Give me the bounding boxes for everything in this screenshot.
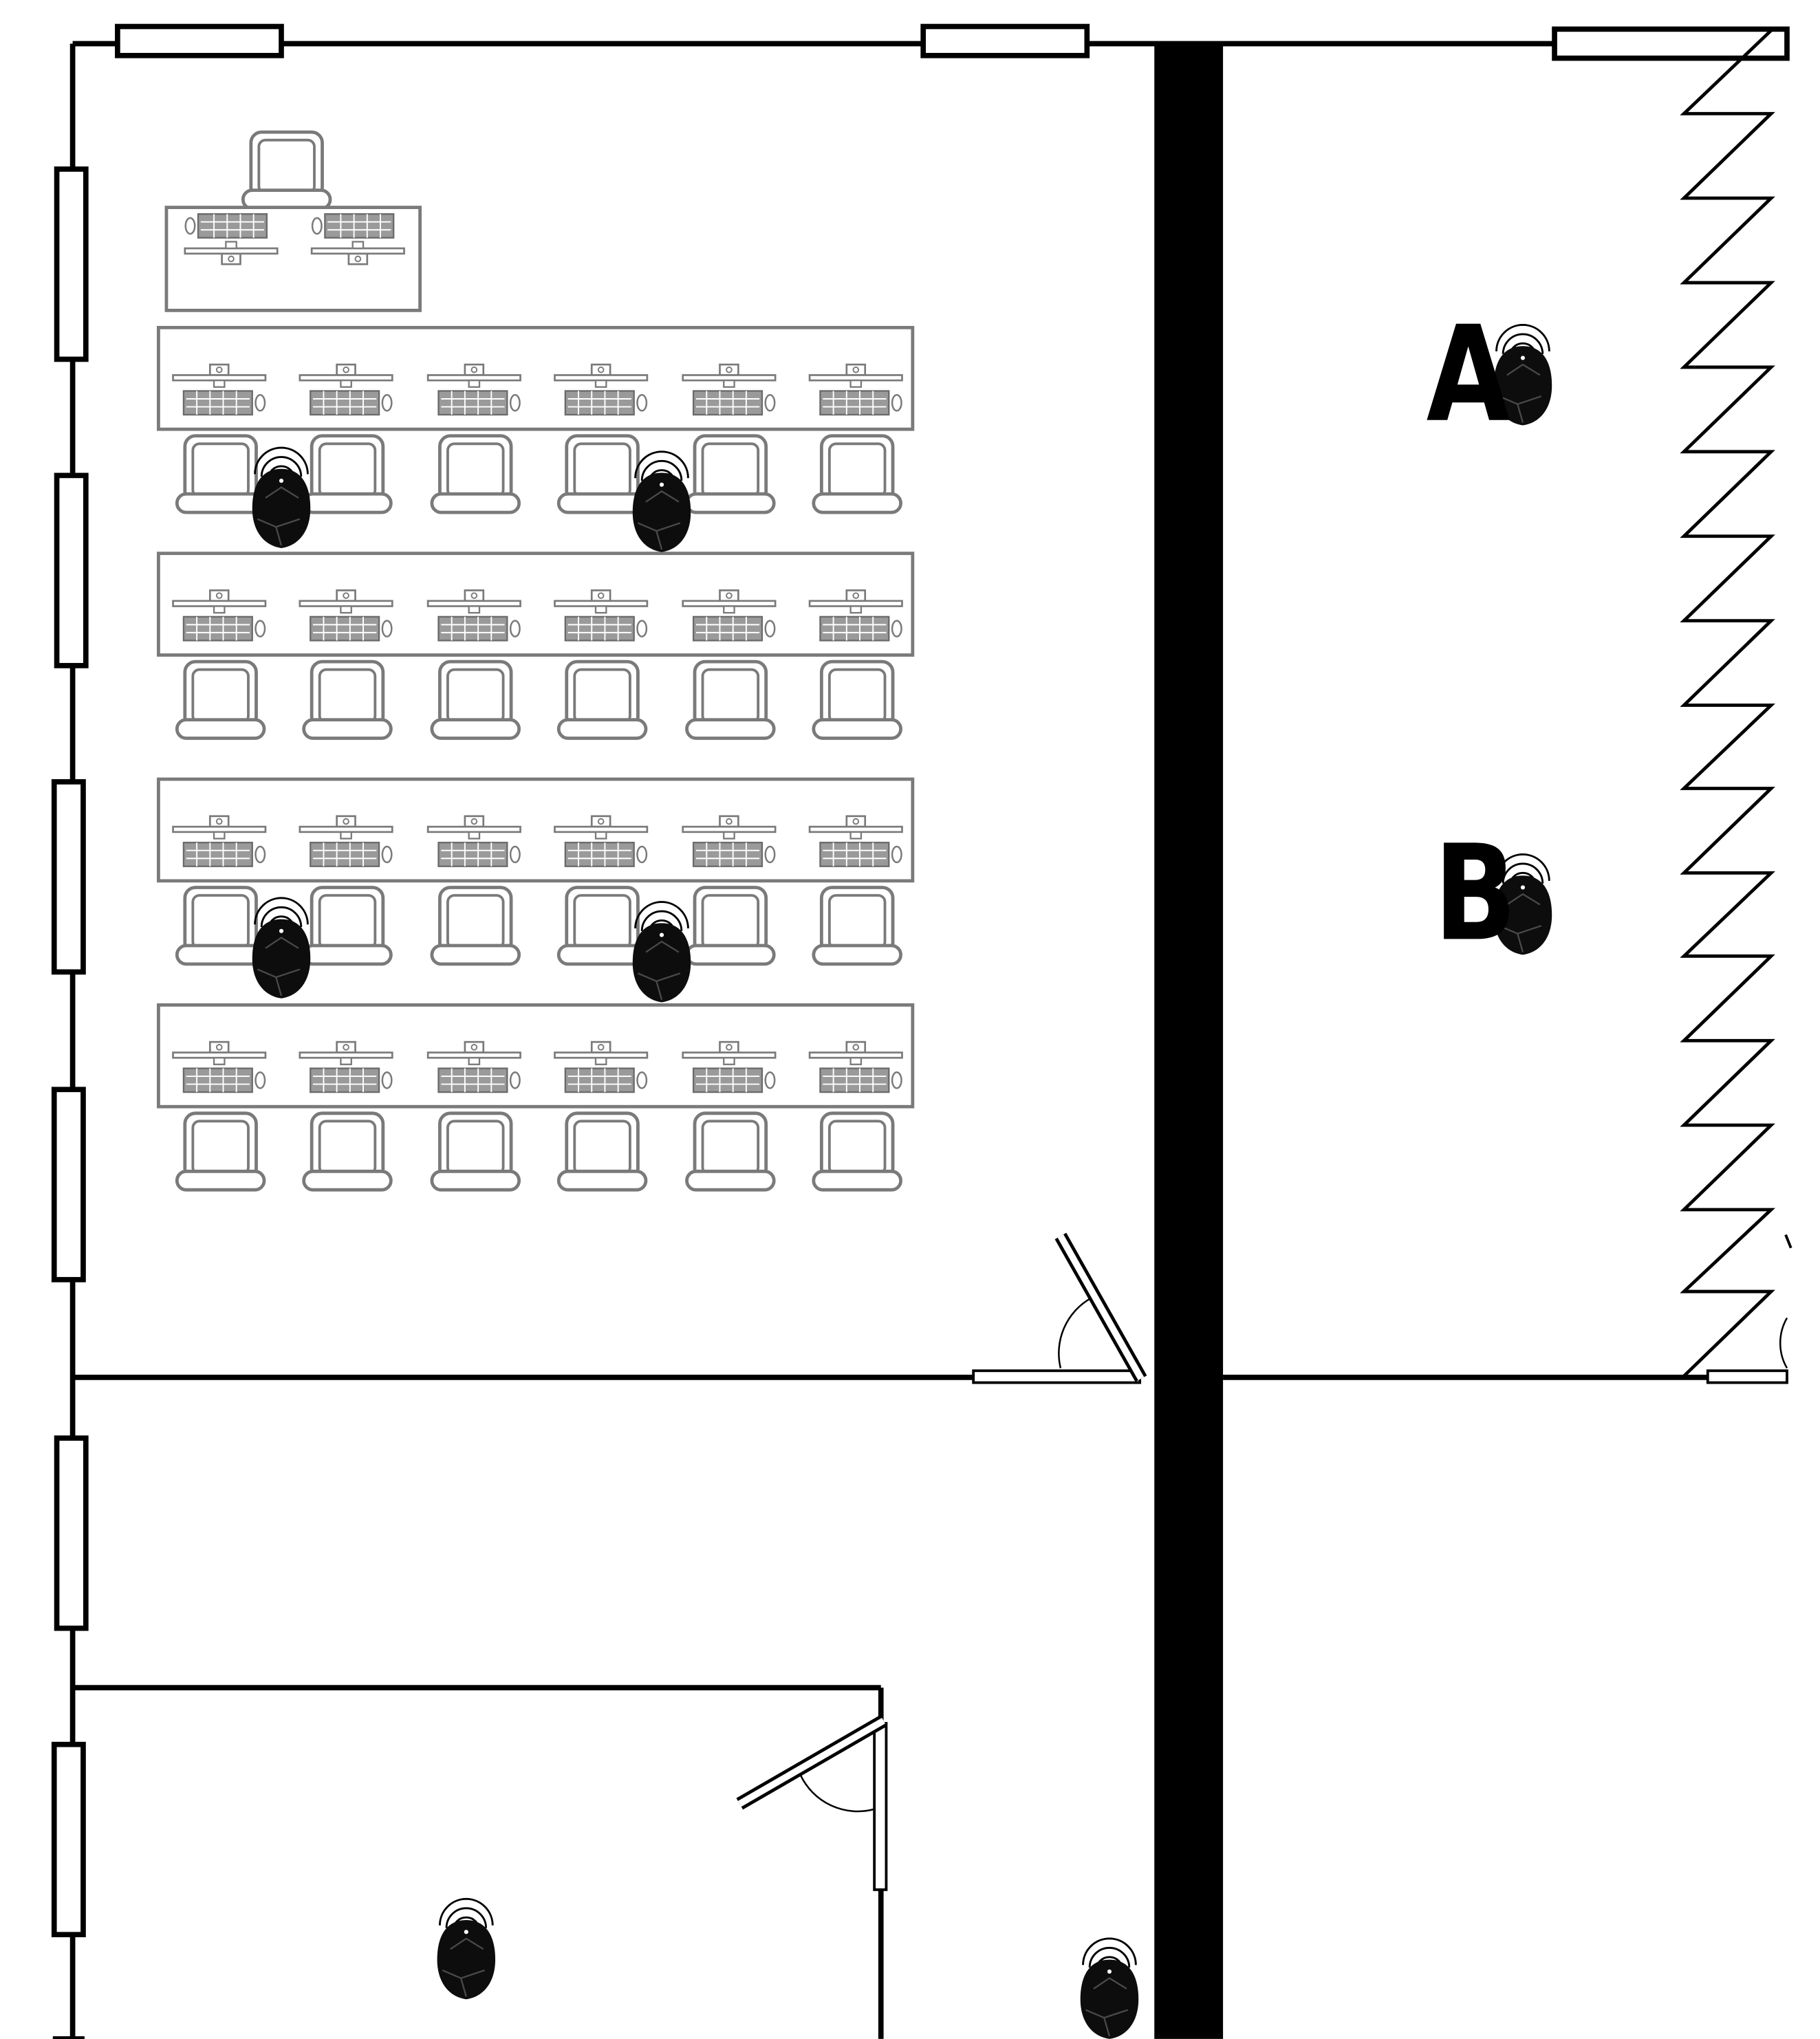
door-icon — [972, 1232, 1147, 1384]
door-icon — [736, 1714, 888, 1891]
window-icon — [51, 779, 86, 975]
walls — [52, 41, 1787, 2039]
desk-row — [157, 777, 915, 964]
beacon-icon[interactable] — [436, 1897, 497, 2000]
chair-icon — [304, 436, 391, 512]
desk-table — [157, 777, 915, 883]
chair-icon — [814, 662, 901, 738]
chair-icon — [304, 1113, 391, 1190]
chair-icon — [432, 662, 519, 738]
chair-icon — [177, 887, 264, 963]
desk-table — [157, 325, 915, 431]
beacon-icon[interactable] — [631, 901, 692, 1003]
beacon-label-b: B — [1434, 817, 1517, 970]
chair-icon — [686, 436, 774, 512]
window-icon — [51, 1087, 86, 1283]
windows — [51, 23, 1790, 1938]
desk-table — [157, 552, 915, 657]
structural-partition-wall — [1154, 43, 1224, 2039]
chair-icon — [304, 887, 391, 963]
window-icon — [54, 472, 89, 668]
beacon-icon[interactable] — [251, 446, 312, 549]
beacon-icon[interactable] — [1079, 1937, 1140, 2039]
chair-icon — [432, 436, 519, 512]
window-icon — [51, 1741, 86, 1938]
chair-icon — [243, 132, 330, 208]
beacon-icon[interactable] — [631, 450, 692, 554]
desk-table — [157, 1003, 915, 1109]
chair-icon — [177, 1113, 264, 1190]
chair-icon — [177, 662, 264, 738]
window-icon — [115, 23, 284, 58]
chair-icon — [686, 662, 774, 738]
teacher-desk — [164, 132, 422, 312]
zigzag-glass-wall — [1680, 29, 1776, 1377]
chair-icon — [432, 1113, 519, 1190]
chair-icon — [686, 887, 774, 963]
chair-icon — [559, 887, 646, 963]
chair-icon — [559, 1113, 646, 1190]
desk-row — [157, 1003, 915, 1190]
beacon-icon[interactable] — [251, 897, 312, 1000]
door-icon — [1706, 1234, 1792, 1384]
chair-icon — [559, 436, 646, 512]
window-icon — [1552, 26, 1790, 61]
chair-icon — [559, 662, 646, 738]
window-icon — [920, 23, 1090, 58]
desk-row — [157, 325, 915, 512]
chair-icon — [814, 436, 901, 512]
chair-icon — [686, 1113, 774, 1190]
chair-icon — [814, 1113, 901, 1190]
chair-icon — [177, 436, 264, 512]
window-icon — [54, 166, 89, 362]
chair-icon — [814, 887, 901, 963]
beacon-label-a: A — [1427, 298, 1510, 452]
chair-icon — [432, 887, 519, 963]
desk-row — [157, 552, 915, 739]
student-desk-rows — [157, 325, 915, 1190]
window-icon — [54, 1435, 89, 1631]
chair-icon — [304, 662, 391, 738]
